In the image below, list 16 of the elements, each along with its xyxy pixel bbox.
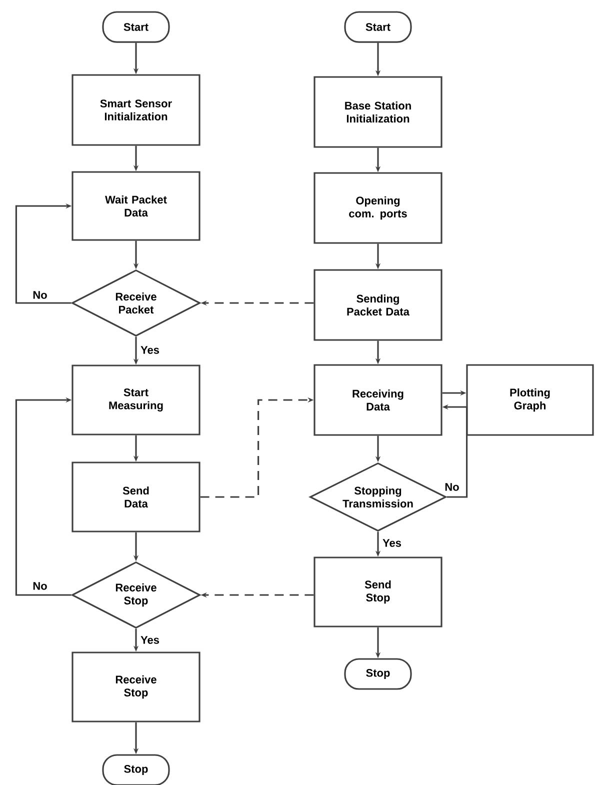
process-box: Plotting Graph [466, 364, 594, 436]
process-box: Wait Packet Data [72, 171, 200, 241]
process-box: Send Stop [314, 556, 442, 628]
edge-label: No [32, 290, 48, 300]
edge-label: Yes [140, 345, 160, 355]
process-box: Opening com. ports [314, 172, 442, 244]
edge-label: Yes [382, 538, 402, 548]
process-box: Receive Stop [72, 652, 200, 722]
edge-label: Yes [140, 635, 160, 645]
process-box: Sending Packet Data [314, 269, 442, 341]
edge-label: No [32, 581, 48, 591]
process-box: Send Data [72, 462, 200, 532]
process-box: Receiving Data [314, 364, 442, 436]
process-box: Base Station Initialization [314, 76, 442, 148]
process-box: Start Measuring [72, 364, 200, 436]
process-box: Smart Sensor Initialization [72, 74, 200, 146]
